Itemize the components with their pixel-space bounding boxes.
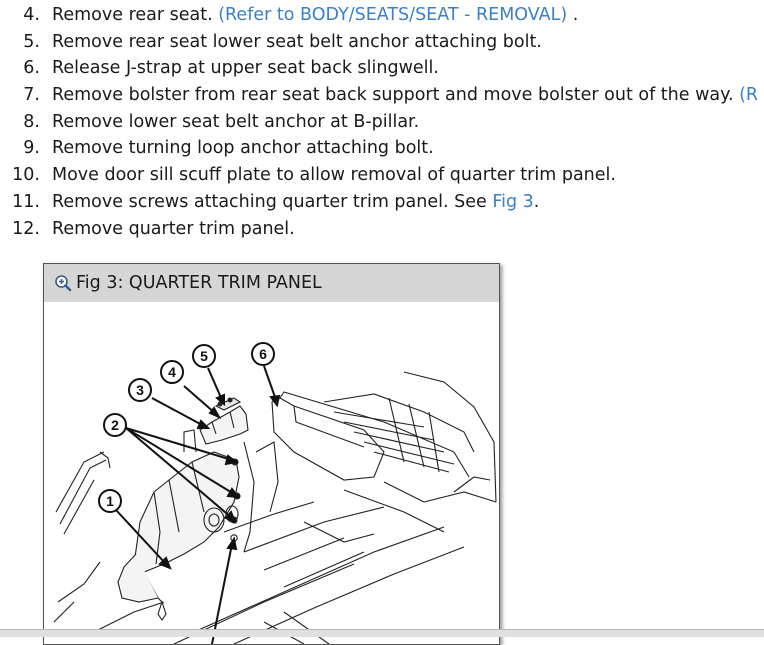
figure-title: Fig 3: QUARTER TRIM PANEL xyxy=(76,273,322,293)
step-12: 12. Remove quarter trim panel. xyxy=(0,216,764,243)
step-number: 8. xyxy=(23,111,40,132)
callout-4: 4 xyxy=(168,364,176,380)
step-8: 8. Remove lower seat belt anchor at B-pi… xyxy=(0,109,764,136)
step-5: 5. Remove rear seat lower seat belt anch… xyxy=(0,29,764,56)
step-text: Remove screws attaching quarter trim pan… xyxy=(52,191,540,212)
callout-markers xyxy=(98,342,275,513)
step-text: Remove turning loop anchor attaching bol… xyxy=(52,138,434,159)
step-text: Move door sill scuff plate to allow remo… xyxy=(52,165,616,186)
figure-3-panel: Fig 3: QUARTER TRIM PANEL xyxy=(43,263,500,645)
step-4: 4. Remove rear seat. (Refer to BODY/SEAT… xyxy=(0,2,764,29)
procedure-steps-list: 4. Remove rear seat. (Refer to BODY/SEAT… xyxy=(0,2,764,242)
figure-header[interactable]: Fig 3: QUARTER TRIM PANEL xyxy=(44,264,499,302)
step-number: 11. xyxy=(12,191,40,212)
refer-seat-removal-link[interactable]: (Refer to BODY/SEATS/SEAT - REMOVAL) xyxy=(218,5,568,25)
step-number: 5. xyxy=(23,31,40,52)
step-text: Remove rear seat lower seat belt anchor … xyxy=(52,31,542,52)
step-text: Release J-strap at upper seat back sling… xyxy=(52,58,439,79)
step-text: Remove quarter trim panel. xyxy=(52,218,295,239)
step-text: Remove lower seat belt anchor at B-pilla… xyxy=(52,111,420,132)
callout-2: 2 xyxy=(111,417,119,433)
step-text: Remove bolster from rear seat back suppo… xyxy=(52,85,759,106)
step-number: 10. xyxy=(12,165,40,186)
step-6: 6. Release J-strap at upper seat back sl… xyxy=(0,55,764,82)
step-7: 7. Remove bolster from rear seat back su… xyxy=(0,82,764,109)
step-number: 7. xyxy=(23,85,40,106)
step-number: 9. xyxy=(23,138,40,159)
callout-1: 1 xyxy=(106,493,114,509)
callout-5: 5 xyxy=(200,348,208,364)
step-text: Remove rear seat. (Refer to BODY/SEATS/S… xyxy=(52,5,579,25)
step-number: 4. xyxy=(23,5,40,25)
bottom-scrollbar-edge xyxy=(0,629,764,637)
step-9: 9. Remove turning loop anchor attaching … xyxy=(0,135,764,162)
fig-3-link[interactable]: Fig 3 xyxy=(492,191,534,212)
vehicle-interior-diagram: 1 2 3 4 5 6 xyxy=(53,342,497,644)
callout-6: 6 xyxy=(259,346,267,362)
step-10: 10. Move door sill scuff plate to allow … xyxy=(0,162,764,189)
zoom-in-icon[interactable] xyxy=(54,274,72,292)
callout-3: 3 xyxy=(136,382,144,398)
step-number: 12. xyxy=(12,218,40,239)
step-11: 11. Remove screws attaching quarter trim… xyxy=(0,189,764,216)
refer-link-truncated[interactable]: (R xyxy=(739,85,759,106)
quarter-trim-panel-illustration[interactable]: 1 2 3 4 5 6 xyxy=(44,302,499,644)
step-number: 6. xyxy=(23,58,40,79)
